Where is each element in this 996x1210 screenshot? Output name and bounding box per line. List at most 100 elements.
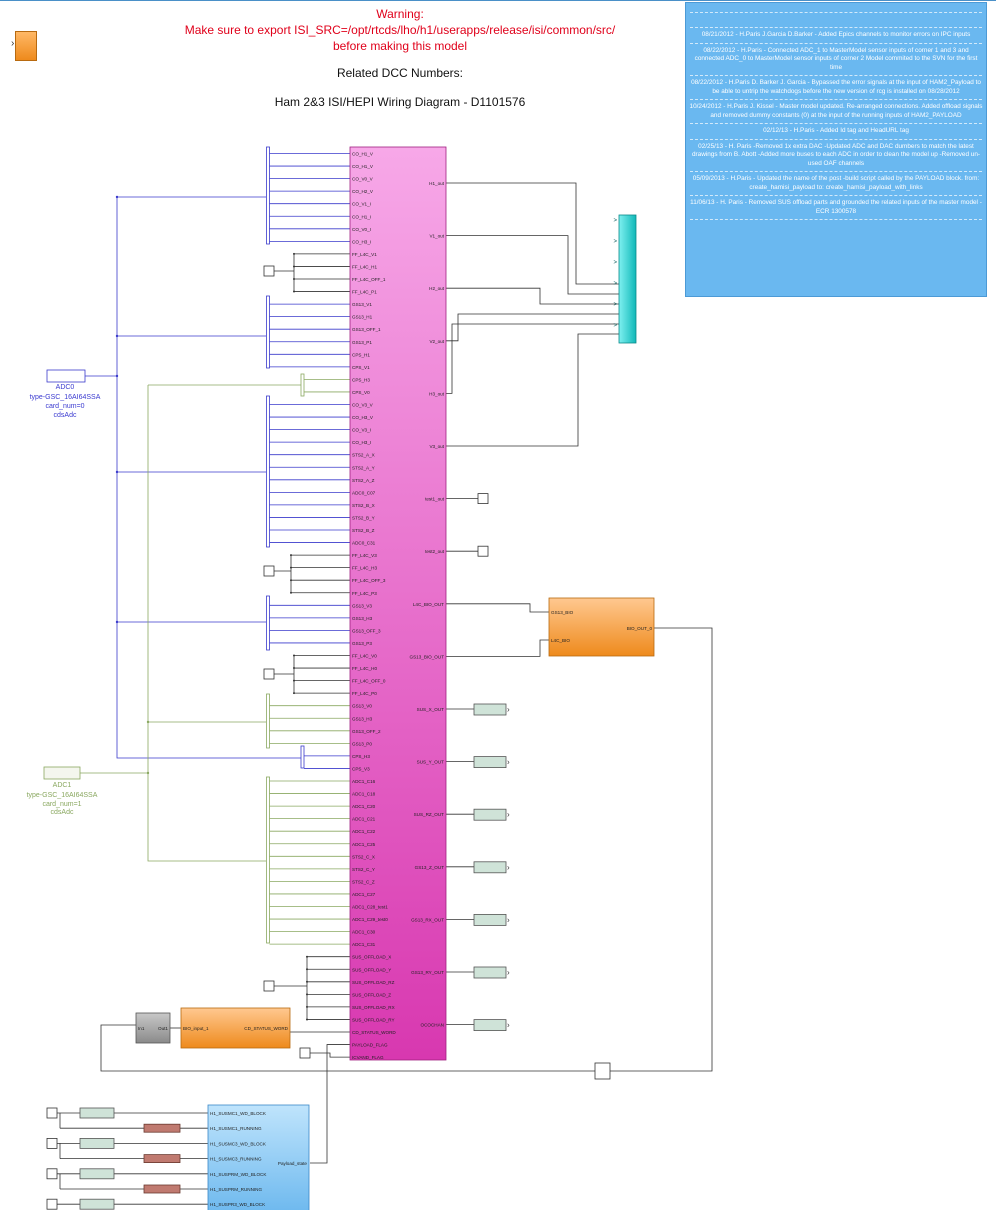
ground-terminator-block[interactable] xyxy=(263,565,275,577)
master-input-port-label: CO_H1_V xyxy=(352,152,374,157)
master-input-port-label: ADC0_C31 xyxy=(352,541,376,546)
terminator-block[interactable] xyxy=(594,1062,611,1080)
dac-block[interactable] xyxy=(618,214,637,344)
terminator-block[interactable] xyxy=(477,493,489,505)
master-model-block[interactable] xyxy=(349,146,447,1061)
bio-output-label: BIO_OUT_0 xyxy=(627,626,653,631)
ground-terminator-block[interactable] xyxy=(299,1047,311,1059)
master-input-port-label: GS13_V3 xyxy=(352,603,372,608)
junction-dot xyxy=(293,265,295,268)
bio-output-block[interactable] xyxy=(548,597,655,657)
master-input-port-label: STS2_A_Z xyxy=(352,478,375,483)
master-input-port-label: ADC1_C16 xyxy=(352,779,376,784)
master-input-port-label: FF_L4C_P0 xyxy=(352,691,377,696)
signal-wire xyxy=(310,1052,350,1058)
from-tag-block[interactable] xyxy=(79,1168,115,1180)
dac-wire xyxy=(446,287,619,305)
master-output-port-label: GS13_RY_OUT xyxy=(411,970,444,975)
from-tag-block[interactable] xyxy=(79,1198,115,1210)
goto-tag-block[interactable] xyxy=(473,861,507,874)
master-output-port-label: GS13_BIO_OUT xyxy=(410,654,445,659)
master-output-port-label: H3_out xyxy=(429,391,445,396)
arrow-port-glyph: > xyxy=(613,281,617,287)
master-input-port-label: GS13_P0 xyxy=(352,741,372,746)
master-input-port-label: CD_STATUS_WORD xyxy=(352,1030,396,1035)
from-tag-block[interactable] xyxy=(79,1107,115,1119)
master-input-port-label: ADC1_C25 xyxy=(352,842,376,847)
bio-input-label: L4C_BIO xyxy=(551,638,570,643)
bus-selector-block[interactable] xyxy=(300,745,305,769)
adc0-label: ADC0 xyxy=(55,384,75,391)
ground-tag-block[interactable] xyxy=(143,1184,181,1194)
junction-dot xyxy=(115,374,119,378)
ground-terminator-block[interactable] xyxy=(46,1198,58,1210)
ground-terminator-block[interactable] xyxy=(46,1168,58,1180)
master-input-port-label: CPS_H3 xyxy=(352,377,370,382)
bus-selector-block[interactable] xyxy=(266,295,270,369)
note-entry: 11/06/13 - H. Paris - Removed SUS offloa… xyxy=(690,199,982,215)
bus-selector-block[interactable] xyxy=(266,776,270,944)
master-input-port-label: CPS_V3 xyxy=(352,766,370,771)
payload-input-label: H1_SUSMC3_RUNNING xyxy=(210,1157,262,1162)
note-entry: 08/22/2012 - H.Paris D. Barker J. Garcia… xyxy=(691,79,981,95)
status-out-label: CD_STATUS_WORD xyxy=(244,1026,288,1031)
chevron-right-icon: › xyxy=(507,758,510,767)
bus-selector-block[interactable] xyxy=(266,395,270,548)
ground-terminator-block[interactable] xyxy=(46,1138,58,1149)
goto-tag-block[interactable] xyxy=(473,1019,507,1031)
master-input-port-label: SUS_OFFLOAD_RZ xyxy=(352,980,395,985)
adc0-sub: cdsAdc xyxy=(53,412,77,419)
master-input-port-label: FF_L4C_H3 xyxy=(352,566,377,571)
notes-separator xyxy=(690,219,982,220)
status-word-block[interactable] xyxy=(180,1007,291,1049)
master-output-port-label: test1_out xyxy=(425,497,445,502)
ground-terminator-block[interactable] xyxy=(263,980,275,992)
ground-terminator-block[interactable] xyxy=(263,265,275,277)
launcher-block[interactable] xyxy=(15,31,37,61)
master-input-port-label: STS2_C_Z xyxy=(352,879,375,884)
bus-selector-block[interactable] xyxy=(266,693,270,749)
gray-subsystem-block[interactable] xyxy=(135,1012,171,1044)
from-tag-block[interactable] xyxy=(79,1138,115,1149)
junction-dot xyxy=(293,278,295,280)
bus-selector-block[interactable] xyxy=(300,373,305,397)
master-input-port-label: SUS_OFFLOAD_RY xyxy=(352,1017,395,1022)
master-input-port-label: STS2_B_Y xyxy=(352,515,375,520)
ground-tag-block[interactable] xyxy=(143,1154,181,1163)
goto-tag-block[interactable] xyxy=(473,756,507,768)
master-output-port-label: V1_out xyxy=(429,234,444,239)
chevron-right-icon: › xyxy=(507,810,510,819)
master-output-port-label: SUS_RZ_OUT xyxy=(414,812,445,817)
goto-tag-block[interactable] xyxy=(473,703,507,716)
bus-selector-block[interactable] xyxy=(266,146,270,245)
master-input-port-label: ADC1_C18 xyxy=(352,792,376,797)
master-output-port-label: H1_out xyxy=(429,181,445,186)
bus-selector-block[interactable] xyxy=(266,595,270,651)
goto-tag-block[interactable] xyxy=(473,808,507,821)
goto-tag-block[interactable] xyxy=(473,966,507,979)
payload-input-label: H1_SUSPRM_RUNNING xyxy=(210,1187,262,1192)
warning-line-1: Make sure to export ISI_SRC=/opt/rtcds/l… xyxy=(184,23,616,37)
master-output-port-label: test2_out xyxy=(425,549,445,554)
ground-tag-block[interactable] xyxy=(143,1123,181,1133)
ground-terminator-block[interactable] xyxy=(46,1107,58,1119)
payload-block[interactable] xyxy=(207,1104,310,1210)
master-input-port-label: CPS_V0 xyxy=(352,390,370,395)
revision-notes-block[interactable]: 08/21/2012 - H.Paris J.Garcia D.Barker -… xyxy=(685,2,987,297)
goto-tag-block[interactable] xyxy=(473,914,507,926)
notes-separator xyxy=(690,42,982,44)
junction-dot xyxy=(293,679,295,682)
payload-input-label: H1_SUSPR3_WD_BLOCK xyxy=(210,1202,266,1207)
adc1-block[interactable] xyxy=(43,766,81,780)
master-input-port-label: ADC1_C21 xyxy=(352,817,376,822)
master-input-port-label: ADC0_C07 xyxy=(352,490,376,495)
note-entry: 08/21/2012 - H.Paris J.Garcia D.Barker -… xyxy=(701,31,971,38)
junction-dot xyxy=(306,1018,308,1021)
adc1-sub: cdsAdc xyxy=(50,809,74,816)
master-input-port-label: CO_V1_I xyxy=(352,202,371,207)
adc1-label: ADC1 xyxy=(52,782,72,789)
terminator-block[interactable] xyxy=(477,545,489,557)
ground-terminator-block[interactable] xyxy=(263,668,275,680)
junction-dot xyxy=(306,968,308,971)
adc0-block[interactable] xyxy=(46,369,86,383)
